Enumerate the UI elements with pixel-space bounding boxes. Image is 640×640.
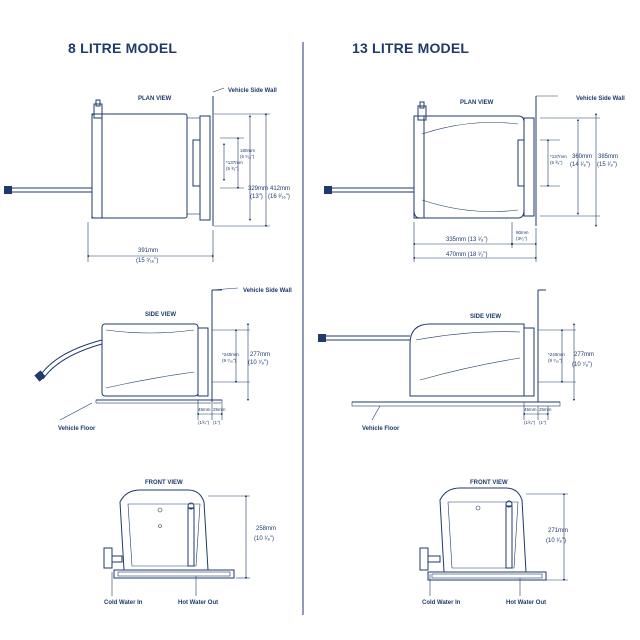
right-side-dim-240: *240mm — [548, 352, 565, 357]
right-plan-dim-137: *137mm — [550, 154, 567, 159]
right-front-dim-271-in: (10 ¹⁄₈") — [546, 538, 566, 544]
left-plan-view: PLAN VIEW Vehicle Side Wall 180mm (6 ⁵⁄₁… — [4, 87, 290, 264]
left-front-view: FRONT VIEW Cold Water In Hot Water Out 2… — [103, 480, 276, 606]
right-front-dim-271: 271mm — [548, 528, 568, 534]
right-side-dim-240-in: (9 ⁷⁄₁₆") — [548, 358, 563, 363]
left-side-wall-label: Vehicle Side Wall — [243, 288, 292, 294]
right-plan-dim-385: 385mm — [598, 154, 618, 160]
left-plan-dim-391: 391mm — [138, 248, 158, 254]
left-hot-water-label: Hot Water Out — [178, 600, 218, 606]
left-plan-side-wall-label: Vehicle Side Wall — [228, 88, 277, 94]
left-vehicle-floor-label: Vehicle Floor — [58, 426, 96, 432]
right-side-dim-25: 25mm — [539, 407, 552, 412]
left-cold-water-label: Cold Water In — [104, 600, 143, 606]
right-side-view: SIDE VIEW Vehicle Floor *240mm (9 ⁷⁄₁₆")… — [318, 289, 594, 432]
left-side-dim-25-in: (1") — [213, 420, 221, 425]
left-side-view-label: SIDE VIEW — [145, 312, 176, 318]
left-side-dim-25: 25mm — [213, 407, 226, 412]
right-plan-dim-360: 360mm — [572, 154, 592, 160]
left-side-view: SIDE VIEW Vehicle Side Wall Vehicle Floo… — [34, 287, 292, 432]
right-hot-water-label: Hot Water Out — [506, 600, 546, 606]
right-plan-view: PLAN VIEW Vehicle Side Wall *137mm (5 ³⁄… — [324, 95, 625, 262]
right-plan-view-label: PLAN VIEW — [460, 100, 494, 106]
right-side-dim-45: 45mm — [524, 407, 537, 412]
left-side-dim-277: 277mm — [250, 352, 270, 358]
left-front-dim-258-in: (10 ¹⁄₈") — [254, 536, 274, 542]
right-side-dim-45-in: (1³⁄₄") — [524, 420, 536, 425]
left-plan-view-label: PLAN VIEW — [138, 96, 172, 102]
right-front-view-label: FRONT VIEW — [470, 480, 508, 486]
right-cold-water-label: Cold Water In — [422, 600, 461, 606]
right-side-dim-277-in: (10 ⁷⁄₈") — [572, 361, 592, 368]
left-front-view-label: FRONT VIEW — [145, 480, 183, 486]
right-side-view-label: SIDE VIEW — [470, 314, 501, 320]
left-model-title: 8 LITRE MODEL — [68, 40, 178, 56]
right-plan-dim-360-in: (14 ¹⁄₈") — [570, 162, 590, 168]
left-side-dim-45-in: (1³⁄₄") — [198, 420, 210, 425]
left-front-dim-258: 258mm — [256, 526, 276, 532]
right-model-title: 13 LITRE MODEL — [352, 40, 470, 56]
right-plan-dim-470: 470mm (18 ¹⁄₂") — [446, 252, 487, 258]
left-plan-dim-391-in: (15 ⁵⁄₁₆") — [136, 257, 158, 264]
left-plan-dim-180-in: (6 ⁵⁄₁₆") — [240, 154, 255, 159]
left-plan-dim-329-in: (13") — [250, 194, 263, 200]
left-plan-dim-137-in: (5 ³⁄₈") — [226, 166, 239, 171]
left-side-dim-277-in: (10 ⁷⁄₈") — [248, 359, 268, 366]
left-plan-dim-412-in: (16 ³⁄₁₆") — [268, 194, 290, 200]
right-plan-dim-385-in: (15 ¹⁄₈") — [597, 162, 617, 168]
right-vehicle-floor-label: Vehicle Floor — [362, 426, 400, 432]
right-front-view: FRONT VIEW Cold Water In Hot Water Out 2… — [419, 480, 568, 606]
right-side-dim-25-in: (1") — [539, 420, 547, 425]
right-plan-dim-90-in: (3¹⁄₂") — [516, 236, 528, 241]
left-side-dim-45: 45mm — [198, 407, 211, 412]
right-side-dim-277: 277mm — [574, 352, 594, 358]
left-side-dim-240: *240mm — [222, 352, 239, 357]
left-plan-dim-412: 412mm — [270, 186, 290, 192]
left-plan-dim-137: *137mm — [226, 160, 243, 165]
left-plan-dim-180: 180mm — [240, 148, 255, 153]
right-plan-dim-90: 90mm — [516, 230, 529, 235]
left-plan-dim-329: 329mm — [248, 186, 268, 192]
right-plan-dim-335: 335mm (13 ¹⁄₈") — [446, 237, 488, 243]
right-plan-dim-137-in: (5 ³⁄₈") — [550, 160, 563, 165]
right-plan-side-wall-label: Vehicle Side Wall — [576, 96, 625, 102]
left-side-dim-240-in: (9 ⁷⁄₁₆") — [222, 358, 237, 363]
